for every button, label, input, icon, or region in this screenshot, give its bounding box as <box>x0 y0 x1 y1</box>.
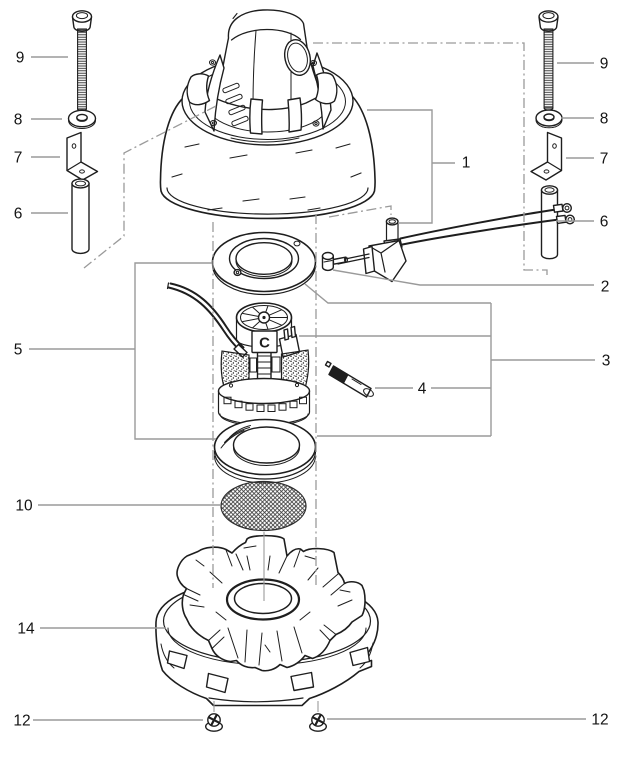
callout-label-4: 4 <box>418 381 427 398</box>
gasket-ring-bottom <box>213 418 317 484</box>
motor: C <box>217 302 311 427</box>
callout-label-9-left: 9 <box>16 50 25 67</box>
callout-label-2: 2 <box>601 279 610 296</box>
switch-assembly <box>321 202 576 283</box>
callout-labels: 9 8 7 6 5 10 14 12 9 8 7 6 1 2 3 12 4 <box>13 50 610 730</box>
construction-lines <box>83 42 548 712</box>
leader-lines <box>29 56 595 721</box>
callout-label-1: 1 <box>462 155 471 172</box>
carbon-brush <box>324 360 374 398</box>
angle-bracket-left <box>66 131 99 181</box>
callout-label-6-right: 6 <box>600 214 609 231</box>
cover-screw-holes <box>209 59 320 127</box>
washer-right <box>535 109 563 129</box>
motor-marking: C <box>259 335 270 352</box>
callout-label-12-right: 12 <box>591 712 608 729</box>
gasket-ring-top <box>211 231 317 296</box>
vent-slots <box>222 82 249 127</box>
callout-label-14: 14 <box>17 621 35 638</box>
callout-label-7-left: 7 <box>14 150 23 167</box>
bolt-right <box>538 10 559 111</box>
callout-label-10: 10 <box>15 498 33 515</box>
callout-label-3: 3 <box>602 353 611 370</box>
base-housing <box>155 534 379 707</box>
callout-label-8-left: 8 <box>14 112 23 129</box>
callout-label-5: 5 <box>14 342 23 359</box>
motor-cover <box>159 9 376 220</box>
filter-disc <box>220 480 307 532</box>
screw-right <box>309 713 328 732</box>
callout-label-8-right: 8 <box>600 111 609 128</box>
callout-label-9-right: 9 <box>600 56 609 73</box>
washer-left <box>67 109 97 129</box>
bolt-left <box>71 10 93 112</box>
callout-label-6-left: 6 <box>14 206 23 223</box>
power-cord <box>166 282 248 358</box>
callout-label-7-right: 7 <box>600 151 609 168</box>
callout-label-12-left: 12 <box>13 713 30 730</box>
vent-holes <box>223 396 307 412</box>
spacer-tube-left <box>71 178 90 255</box>
spacer-tube-right <box>540 185 559 260</box>
angle-bracket-right <box>530 131 563 181</box>
screw-left <box>204 713 223 732</box>
